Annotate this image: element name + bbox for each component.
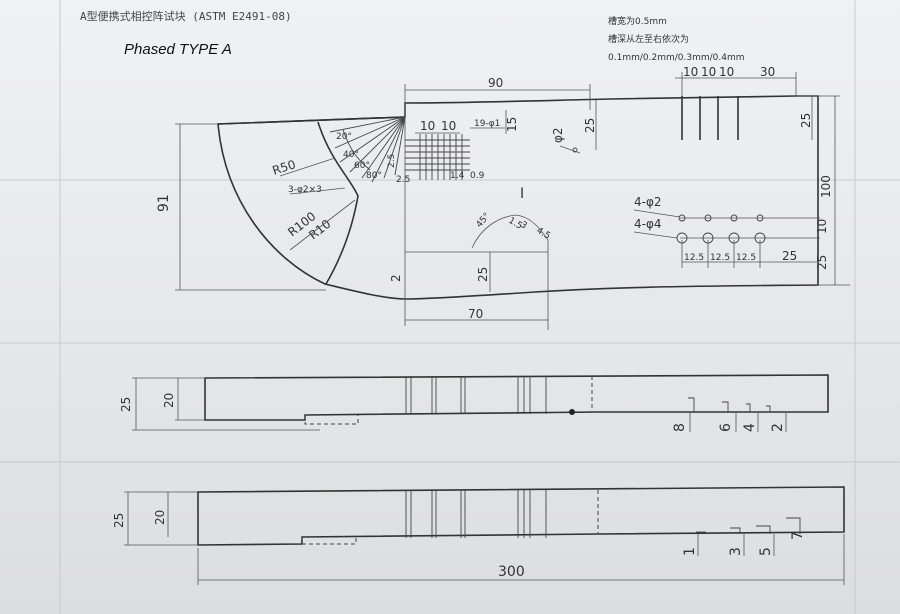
note-line-3: 0.1mm/0.2mm/0.3mm/0.4mm	[608, 53, 745, 63]
dim-90: 90	[488, 76, 503, 90]
dim-10-b: 10	[441, 119, 456, 133]
dim-91: 91	[156, 194, 172, 212]
dim-70: 70	[468, 307, 483, 321]
small-2-5-a: 2.5	[387, 154, 397, 168]
side1-dim-8: 8	[672, 423, 688, 432]
holes-19phi1-label: 19-φ1	[474, 119, 500, 129]
small-2-5-b: 2.5	[396, 175, 410, 185]
side-view-2-outline	[197, 486, 845, 546]
side-view-2: 25 20 1 3 5 7 300	[112, 486, 845, 585]
dim-15: 15	[505, 117, 519, 132]
angle-label-40: 40°	[343, 150, 359, 160]
side2-dim-300: 300	[498, 564, 525, 580]
side2-dim-20: 20	[153, 510, 167, 525]
side1-dim-4: 4	[742, 423, 758, 432]
side1-dim-2: 2	[770, 423, 786, 432]
small-1-4: 1.4	[450, 171, 465, 181]
note-line-2: 槽深从左至右依次为	[608, 33, 689, 45]
small-0-9: 0.9	[470, 171, 485, 181]
dim-25-center: 25	[583, 118, 597, 133]
dim-12-5-b: 12.5	[710, 253, 730, 263]
side-view-1-outline	[204, 374, 829, 421]
side2-dim-7: 7	[790, 531, 806, 540]
dim-phi2: φ2	[551, 127, 565, 143]
dim-25-mid: 25	[476, 267, 490, 282]
tick-4-5: 4.5	[535, 226, 552, 242]
side2-dim-5: 5	[758, 547, 774, 556]
block-outline	[217, 95, 819, 300]
angle-45-arc	[471, 214, 549, 249]
tick-3: 3	[519, 220, 529, 232]
note-line-1: 槽宽为0.5mm	[608, 15, 667, 27]
notes-block: 槽宽为0.5mm 槽深从左至右依次为 0.1mm/0.2mm/0.3mm/0.4…	[608, 15, 745, 63]
drawing-title: A型便携式相控阵试块 (ASTM E2491-08)	[80, 9, 292, 23]
dim-100: 100	[819, 175, 833, 198]
dim-25-right-bottom: 25	[815, 255, 829, 270]
dim-10-notch-b: 10	[701, 65, 716, 79]
dim-25-top-right: 25	[799, 113, 813, 128]
side2-dim-3: 3	[728, 547, 744, 556]
side1-dim-6: 6	[718, 423, 734, 432]
side-drilled-hole-grid	[405, 134, 470, 180]
holes-4phi2-label: 4-φ2	[634, 195, 662, 209]
dim-10-notch-c: 10	[719, 65, 734, 79]
side1-dim-25: 25	[119, 397, 133, 412]
radial-fan	[329, 116, 406, 183]
side1-dim-20: 20	[162, 393, 176, 408]
side2-dim-1: 1	[682, 547, 698, 556]
angle-label-20: 20°	[336, 132, 352, 142]
dim-12-5-c: 12.5	[736, 253, 756, 263]
dim-25-bottom: 25	[782, 249, 797, 263]
caption-phased-type-a: Phased TYPE A	[124, 41, 232, 58]
top-view: 20° 40° 60° 80° R50 3-φ2×3 R100 R10 91 9…	[156, 65, 850, 330]
holes-4phi4-label: 4-φ4	[634, 217, 662, 231]
dim-2: 2	[389, 274, 403, 282]
holes-3phi2x3-label: 3-φ2×3	[288, 185, 322, 195]
dim-10-right: 10	[815, 219, 829, 234]
dim-10-notch-a: 10	[683, 65, 698, 79]
notches	[681, 96, 739, 140]
dim-12-5-a: 12.5	[684, 253, 704, 263]
hole-row-upper	[678, 214, 764, 222]
dim-30: 30	[760, 65, 775, 79]
angle-label-80: 80°	[366, 171, 382, 181]
mark-I: I	[520, 186, 524, 202]
angle-45-label: 45°	[475, 211, 493, 230]
side2-dim-25: 25	[112, 513, 126, 528]
dim-10-a: 10	[420, 119, 435, 133]
arc-r50-boundary	[317, 121, 359, 285]
side-view-1: 25 20 8 6 4 2	[119, 374, 829, 432]
angle-label-60: 60°	[354, 161, 370, 171]
